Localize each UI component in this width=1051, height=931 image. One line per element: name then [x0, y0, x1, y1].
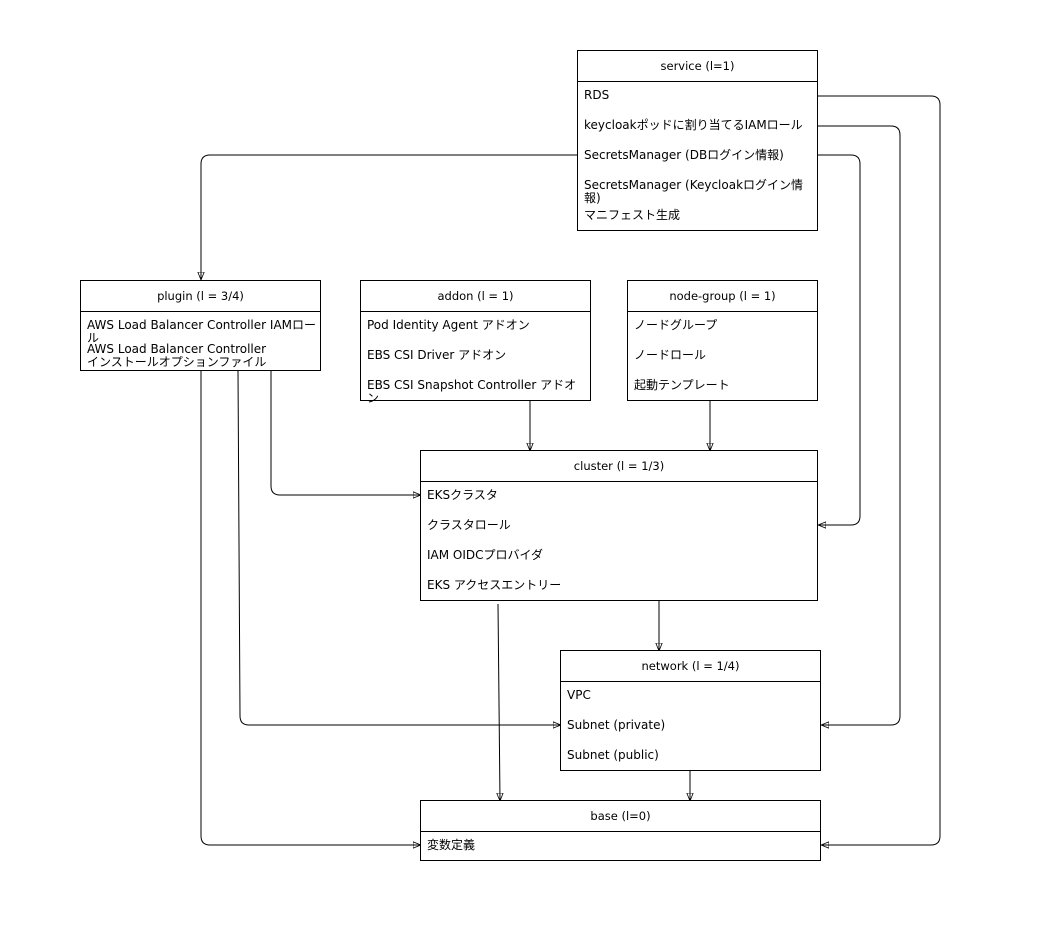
service-box-title: service (l=1) [578, 51, 817, 82]
edge-service-to-base [818, 95, 941, 845]
cluster-item-eks: EKSクラスタ [427, 488, 498, 502]
edge-cluster-to-base [498, 603, 500, 801]
plugin-item-lbc-install: AWS Load Balancer Controller インストールオプション… [87, 342, 267, 369]
edge-service-to-cluster [818, 154, 861, 525]
network-item-subnet-public: Subnet (public) [567, 748, 659, 762]
addon-item-ebs-csi-driver: EBS CSI Driver アドオン [367, 348, 507, 362]
plugin-box: plugin (l = 3/4) AWS Load Balancer Contr… [80, 280, 321, 371]
network-item-vpc: VPC [567, 688, 591, 702]
cluster-item-access-entry: EKS アクセスエントリー [427, 578, 562, 592]
node-group-item-role: ノードロール [634, 348, 707, 362]
network-item-subnet-private: Subnet (private) [567, 718, 666, 732]
service-item-secrets-db: SecretsManager (DBログイン情報) [584, 148, 784, 162]
addon-item-ebs-csi-snapshot: EBS CSI Snapshot Controller アドオン [367, 378, 577, 405]
plugin-item-lbc-role: AWS Load Balancer Controller IAMロール [87, 318, 317, 345]
plugin-box-title: plugin (l = 3/4) [81, 281, 320, 312]
node-group-item-group: ノードグループ [634, 318, 718, 332]
node-group-box: node-group (l = 1) ノードグループ ノードロール 起動テンプレ… [627, 280, 818, 401]
cluster-box: cluster (l = 1/3) EKSクラスタ クラスタロール IAM OI… [420, 450, 818, 601]
addon-box-title: addon (l = 1) [361, 281, 590, 312]
node-group-box-title: node-group (l = 1) [628, 281, 817, 312]
cluster-box-title: cluster (l = 1/3) [421, 451, 817, 482]
network-box: network (l = 1/4) VPC Subnet (private) S… [560, 650, 821, 771]
base-item-variables: 変数定義 [427, 838, 476, 852]
addon-item-pod-identity: Pod Identity Agent アドオン [367, 318, 530, 332]
edge-plugin-to-base [200, 371, 421, 845]
cluster-item-oidc: IAM OIDCプロバイダ [427, 548, 544, 562]
base-box-title: base (l=0) [421, 801, 820, 832]
edge-service-to-network [818, 125, 901, 725]
base-box: base (l=0) 変数定義 [420, 800, 821, 861]
cluster-item-role: クラスタロール [427, 518, 511, 532]
node-group-item-template: 起動テンプレート [634, 378, 730, 392]
service-box: service (l=1) RDS keycloakポッドに割り当てるIAMロー… [577, 50, 818, 231]
edge-plugin-to-network [237, 370, 561, 725]
edge-service-to-plugin [201, 154, 577, 280]
edge-plugin-to-cluster [270, 371, 421, 495]
service-item-manifest: マニフェスト生成 [584, 208, 681, 222]
network-box-title: network (l = 1/4) [561, 651, 820, 682]
service-item-secrets-keycloak: SecretsManager (Keycloakログイン情報) [584, 178, 804, 205]
addon-box: addon (l = 1) Pod Identity Agent アドオン EB… [360, 280, 591, 405]
service-item-keycloak-role: keycloakポッドに割り当てるIAMロール [584, 118, 803, 132]
service-item-rds: RDS [584, 88, 610, 102]
